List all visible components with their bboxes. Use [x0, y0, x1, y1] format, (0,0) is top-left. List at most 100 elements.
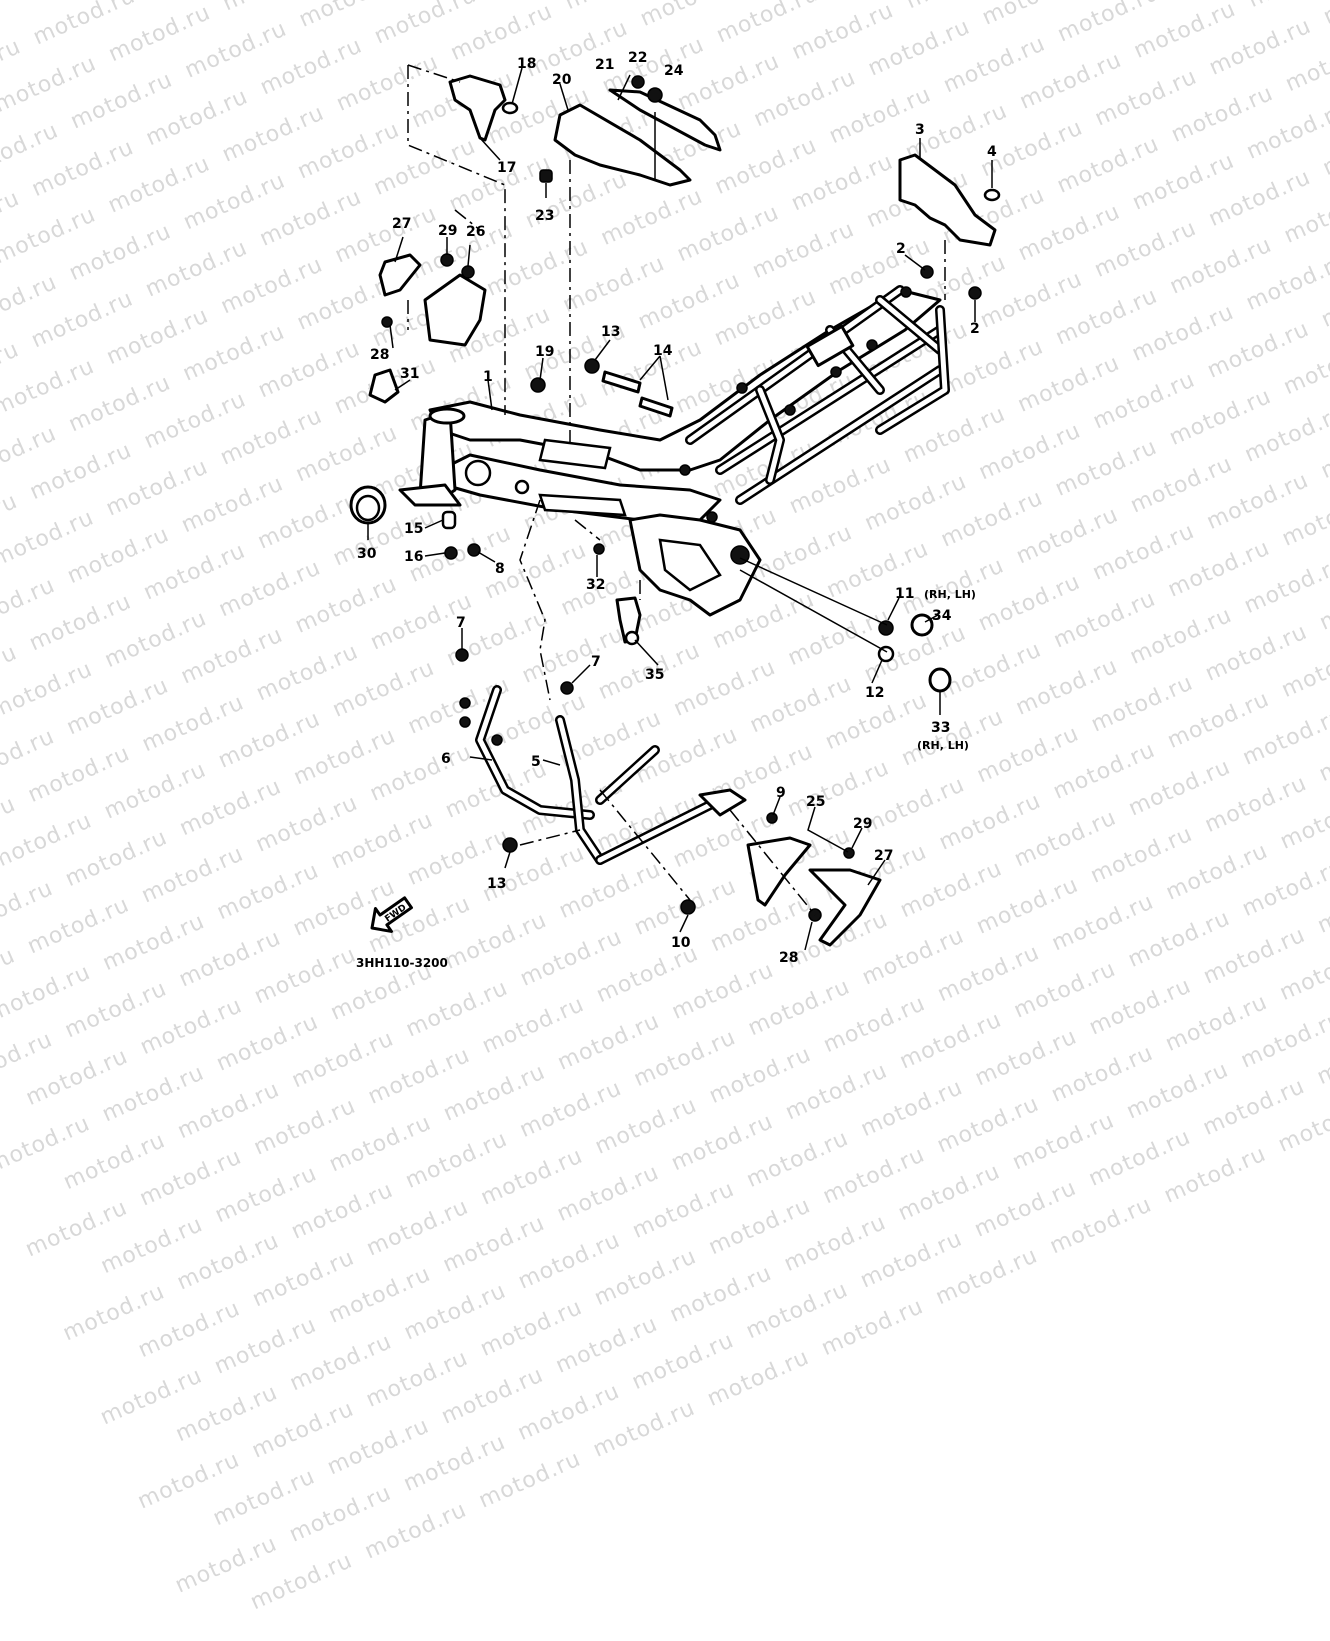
watermark-text: motod.ru [21, 1195, 132, 1263]
watermark-text: motod.ru [1313, 1022, 1330, 1091]
watermark-text: motod.ru [135, 1144, 246, 1212]
rear-subframe [685, 285, 950, 505]
callout-30: 30 [357, 546, 377, 562]
leader-lines [367, 67, 993, 951]
callout-9: 9 [776, 785, 786, 801]
callout-33: 33 [931, 720, 950, 736]
callout-22: 22 [628, 50, 647, 66]
watermark-text: motod.ru [287, 1177, 398, 1245]
callout-2: 2 [896, 241, 906, 257]
exploded-parts-diagram: 1 2 2 3 4 5 6 7 7 8 9 10 11 (RH, LH) 12 … [349, 50, 1001, 970]
watermark-text: motod.ru [362, 1194, 473, 1262]
callout-33-note: (RH, LH) [917, 739, 969, 752]
callout-11-note: (RH, LH) [924, 588, 976, 601]
watermark-text: motod.ru [97, 1211, 207, 1280]
watermark-text: motod.ru [857, 1074, 967, 1143]
callout-35: 35 [645, 667, 664, 683]
watermark-text: motod.ru [475, 1446, 585, 1514]
callout-32: 32 [586, 577, 605, 593]
watermark-text: motod.ru [1237, 1006, 1330, 1074]
part-17-18-bracket [448, 74, 519, 142]
watermark-text: motod.ru [477, 1143, 587, 1211]
watermark-text: motod.ru [817, 1293, 928, 1362]
watermark-text: motod.ru [742, 1277, 853, 1345]
watermark-text: motod.ru [628, 1176, 739, 1244]
watermark-text: motod.ru [591, 1092, 702, 1160]
watermark-text: motod.ru [399, 1429, 510, 1497]
watermark-text: motod.ru [931, 1243, 1042, 1311]
watermark-text: motod.ru [971, 1024, 1082, 1092]
callout-27: 27 [392, 216, 411, 232]
callout-16: 16 [404, 549, 423, 565]
main-frame [398, 288, 942, 617]
callout-19: 19 [535, 344, 554, 360]
watermark-text: motod.ru [171, 1380, 282, 1448]
watermark-text: motod.ru [705, 1193, 815, 1261]
callout-18: 18 [517, 56, 536, 72]
watermark-text: motod.ru [439, 1059, 550, 1127]
fasteners [441, 358, 952, 922]
watermark-text: motod.ru [98, 1060, 209, 1128]
callout-7: 7 [456, 615, 466, 631]
watermark-text: motod.ru [1046, 1192, 1156, 1260]
watermark-text: motod.ru [553, 1008, 664, 1076]
watermark-text: motod.ru [1199, 1073, 1309, 1141]
watermark-text: motod.ru [364, 1042, 475, 1110]
lower-brackets [459, 685, 747, 865]
callout-34: 34 [932, 608, 952, 624]
watermark-text: motod.ru [1008, 1108, 1119, 1176]
watermark-text: motod.ru [211, 1161, 322, 1229]
watermark-text: motod.ru [59, 1279, 169, 1347]
callout-23: 23 [535, 208, 554, 224]
callout-7: 7 [591, 654, 601, 670]
callout-15: 15 [404, 521, 423, 537]
callout-4: 4 [987, 144, 997, 160]
watermark-text: motod.ru [553, 1159, 664, 1228]
watermark-text: motod.ru [514, 1227, 625, 1295]
watermark-text: motod.ru [325, 1261, 435, 1329]
watermark-text: motod.ru [1047, 1040, 1158, 1108]
watermark-text: motod.ru [209, 1464, 320, 1532]
callout-13: 13 [601, 324, 620, 340]
watermark-text: motod.ru [970, 1175, 1081, 1243]
watermark-text: motod.ru [323, 1413, 434, 1481]
part-35-link [615, 596, 642, 646]
callout-5: 5 [531, 754, 541, 770]
watermark-text: motod.ru [589, 1395, 700, 1463]
assembly-lines [407, 64, 946, 916]
part-26-27-bracket [378, 253, 487, 347]
watermark-text: motod.ru [136, 993, 247, 1061]
watermark-text: motod.ru [703, 1344, 814, 1412]
callout-31: 31 [400, 366, 419, 382]
part-20-21-cover [539, 75, 722, 187]
watermark-text: motod.ru [551, 1311, 662, 1379]
callout-2: 2 [970, 321, 980, 337]
watermark-text: motod.ru [476, 1294, 587, 1362]
watermark-text: motod.ru [400, 1278, 511, 1346]
watermark-text: motod.ru [780, 1209, 891, 1278]
callout-29: 29 [438, 223, 457, 239]
watermark-text: motod.ru [0, 1027, 57, 1095]
watermark-text: motod.ru [667, 1109, 778, 1177]
fwd-arrow-icon [370, 896, 413, 933]
bearing-parts [349, 368, 400, 525]
callout-25: 25 [806, 794, 825, 810]
watermark-text: motod.ru [286, 1329, 396, 1397]
watermark-text: motod.ru [630, 1024, 740, 1093]
callout-21: 21 [595, 57, 614, 73]
callout-3: 3 [915, 122, 925, 138]
callout-labels: 1 2 2 3 4 5 6 7 7 8 9 10 11 (RH, LH) 12 … [357, 50, 997, 966]
watermark-text: motod.ru [246, 1548, 357, 1616]
watermark-text: motod.ru [819, 1142, 929, 1210]
callout-6: 6 [441, 751, 451, 767]
callout-8: 8 [495, 561, 505, 577]
watermark-text: motod.ru [248, 1245, 359, 1313]
watermark-text: motod.ru [212, 1009, 323, 1077]
watermark-text: motod.ru [22, 1043, 132, 1112]
watermark-text: motod.ru [856, 1226, 967, 1294]
watermark-text: motod.ru [894, 1159, 1005, 1227]
watermark-text: motod.ru [96, 1363, 207, 1431]
callout-26: 26 [466, 224, 485, 240]
watermark-text: motod.ru [210, 1312, 321, 1380]
callout-24: 24 [664, 63, 684, 79]
